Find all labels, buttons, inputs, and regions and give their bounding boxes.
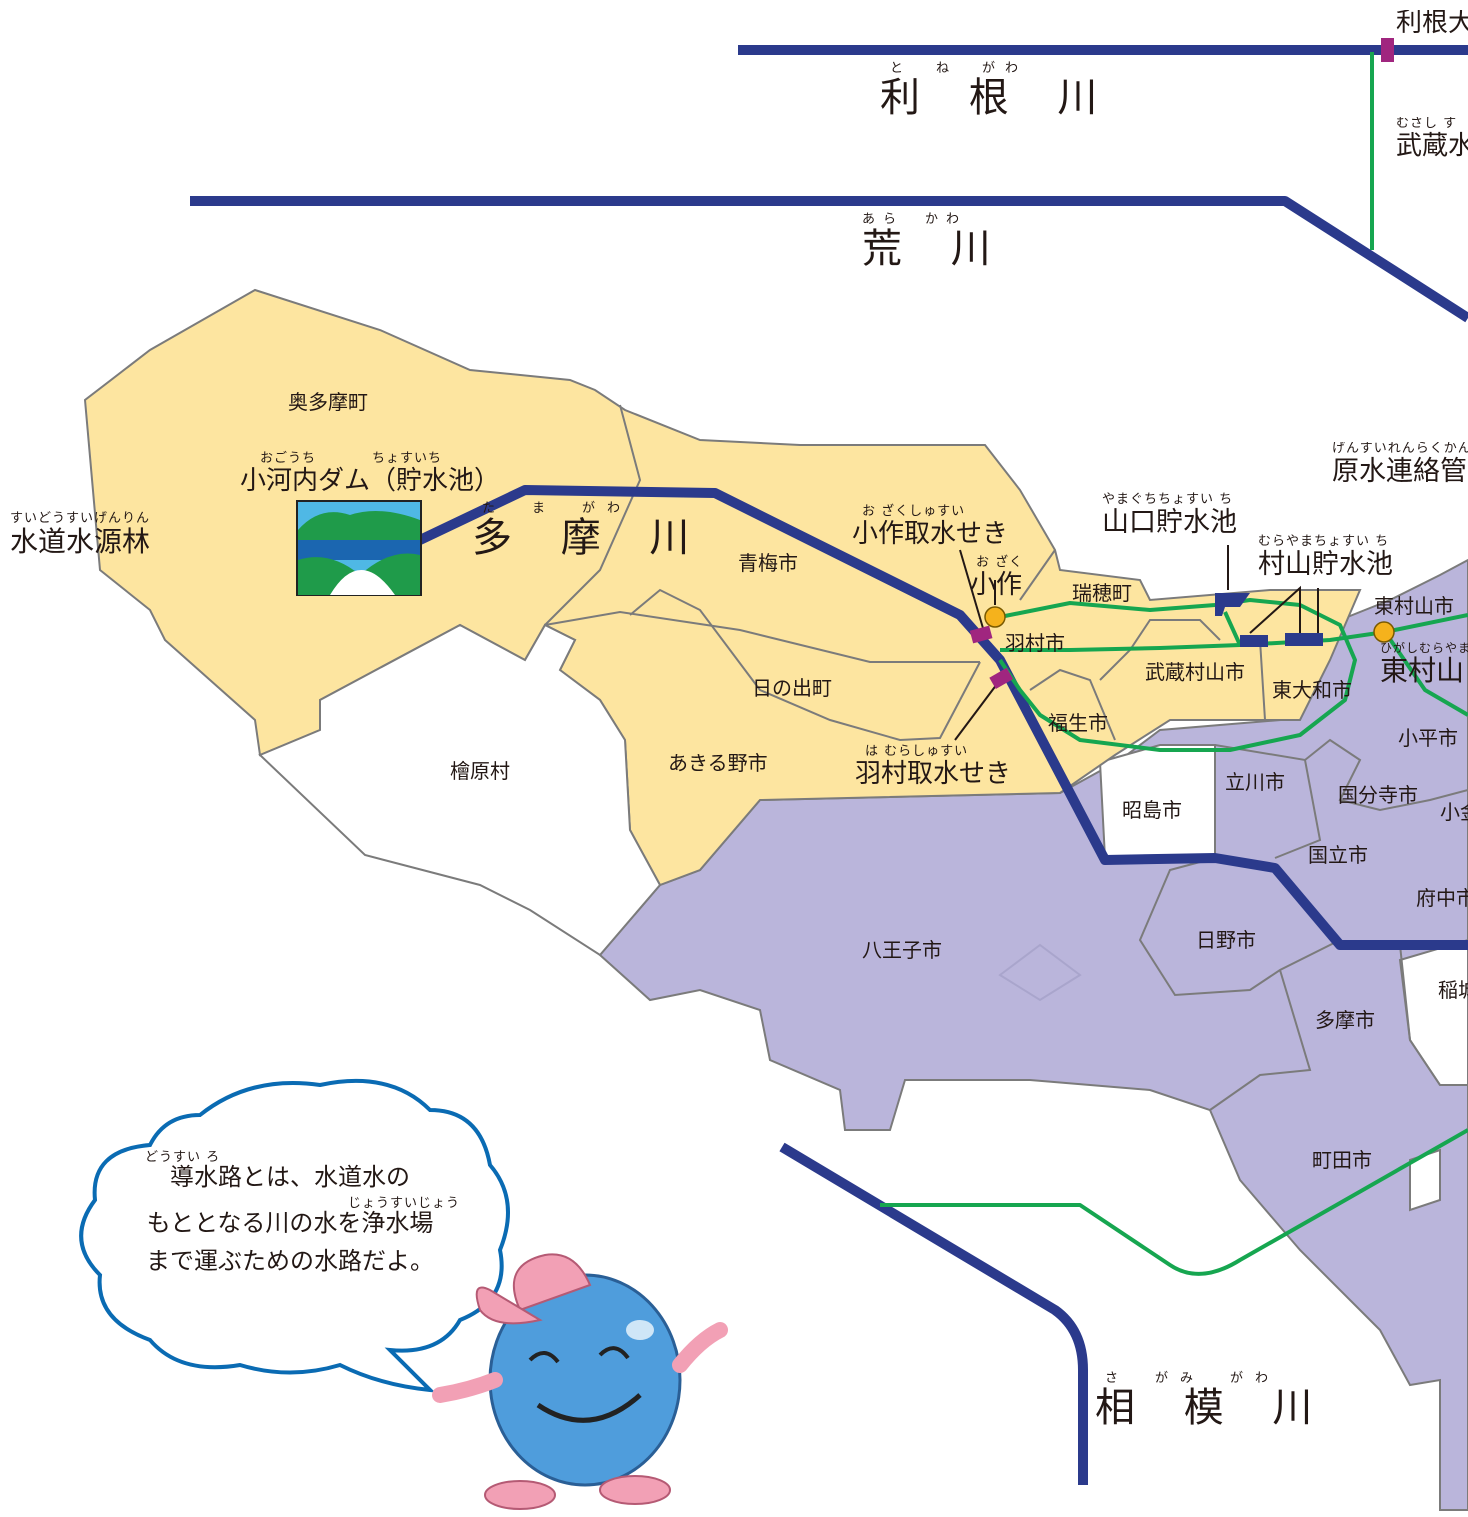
- hamura-intake-ruby: は むらしゅすい: [865, 744, 969, 759]
- muni-akishima: 昭島市: [1122, 798, 1182, 822]
- tama-river-label: た ま がわ 多 摩 川: [472, 502, 707, 558]
- reservoir-markers: [1215, 593, 1323, 647]
- ogochi-label: おごうち ちょすいち 小河内ダム（貯水池）: [240, 452, 500, 494]
- muni-hachioji: 八王子市: [862, 938, 942, 962]
- muni-machida: 町田市: [1312, 1148, 1372, 1172]
- musashi-ruby: むさし す: [1396, 117, 1458, 131]
- muni-kodaira: 小平市: [1398, 726, 1458, 750]
- municipal-borders: [544, 404, 1468, 1111]
- muni-okutama: 奥多摩町: [288, 390, 368, 414]
- musashi-name: 武蔵水: [1396, 131, 1468, 159]
- muni-higashiyamato: 東大和市: [1272, 678, 1352, 702]
- reservoir-pointer-lines: [954, 545, 1319, 741]
- tone-river-label: と ね がわ 利 根 川: [880, 62, 1115, 118]
- ara-river-ruby: あら かわ: [862, 212, 968, 227]
- muni-mizuho: 瑞穂町: [1072, 581, 1132, 605]
- speech-bubble: [79, 1078, 510, 1393]
- ozaku-intake-label: お ざくしゅすい 小作取水せき: [852, 505, 1008, 547]
- sagami-river-label: さ がみ がわ 相 模 川: [1095, 1372, 1330, 1428]
- muni-ome: 青梅市: [738, 551, 798, 575]
- murayama-label: むらやまちょすい ち 村山貯水池: [1258, 535, 1393, 578]
- speech-bubble-text: どうすい ろ 導水路とは、水道水の じょうすいじょう もととなる川の水を浄水場 …: [100, 1150, 480, 1280]
- muni-kokubunji: 国分寺市: [1338, 783, 1418, 807]
- muni-musashimurayama: 武蔵村山市: [1145, 660, 1245, 684]
- tama-river-ruby: た ま がわ: [482, 501, 633, 516]
- sagami-river-ruby: さ がみ がわ: [1105, 1371, 1281, 1386]
- mascot-water-drop: [432, 1253, 728, 1510]
- yamaguchi-name: 山口貯水池: [1102, 507, 1237, 538]
- ozaku-label: お ざく 小作: [970, 556, 1023, 598]
- tone-edge-label: 利根大: [1396, 10, 1468, 36]
- muni-koganei-edge: 小金: [1440, 802, 1468, 822]
- gensui-name: 原水連絡管: [1332, 456, 1467, 485]
- suigen-ruby: すいどうすいげんりん: [10, 511, 151, 526]
- intake-gates: [969, 38, 1394, 690]
- muni-hino: 日野市: [1196, 928, 1256, 952]
- ozaku-ruby: お ざく: [976, 555, 1024, 570]
- gensui-label: げんすいれんらくかん 原水連絡管: [1332, 442, 1468, 485]
- ara-river-name: 荒 川: [862, 226, 1009, 272]
- ozaku-intake-name: 小作取水せき: [852, 519, 1009, 549]
- ara-river-label: あら かわ 荒 川: [862, 213, 1009, 269]
- bubble-line1-ruby: どうすい ろ: [145, 1150, 221, 1165]
- ogochi-name: 小河内ダム（貯水池）: [240, 466, 501, 496]
- tama-river-name: 多 摩 川: [472, 515, 708, 561]
- ogochi-ruby: おごうち ちょすいち: [260, 451, 443, 466]
- ozaku-station-icon: [984, 606, 1006, 628]
- tama-river-line: [417, 485, 1468, 950]
- hamura-intake-name: 羽村取水せき: [855, 759, 1012, 789]
- higashimurayama-name: 東村山: [1380, 654, 1465, 685]
- suigen-label: すいどうすいげんりん 水道水源林: [10, 512, 150, 556]
- muni-inagi: 稲城: [1438, 980, 1468, 1000]
- bubble-line3: まで運ぶための水路だよ。: [146, 1247, 434, 1275]
- higashimurayama-ruby: ひがしむらやま: [1380, 642, 1468, 655]
- suigen-name: 水道水源林: [10, 525, 151, 558]
- higashimurayama-label: ひがしむらやま 東村山: [1380, 642, 1468, 685]
- muni-kunitachi: 国立市: [1308, 843, 1368, 867]
- muni-hinohara: 檜原村: [450, 759, 510, 783]
- muni-fussa: 福生市: [1048, 711, 1108, 735]
- muni-fuchu: 府中市: [1416, 888, 1468, 908]
- gensui-ruby: げんすいれんらくかん: [1332, 442, 1468, 456]
- east-area: [598, 558, 1468, 1511]
- ara-river-line: [190, 196, 1468, 323]
- murayama-name: 村山貯水池: [1258, 549, 1393, 580]
- ogochi-dam-icon: [296, 500, 422, 596]
- muni-hamura: 羽村市: [1005, 631, 1065, 655]
- bubble-line2: もととなる川の水を浄水場: [146, 1209, 434, 1237]
- ozaku-intake-ruby: お ざくしゅすい: [862, 504, 966, 519]
- bubble-line2-ruby: じょうすいじょう: [347, 1196, 460, 1211]
- sagami-river-line: [779, 1142, 1088, 1485]
- muni-akiruno: あきる野市: [668, 751, 768, 775]
- murayama-ruby: むらやまちょすい ち: [1258, 534, 1390, 549]
- muni-tachikawa: 立川市: [1225, 770, 1285, 794]
- tone-river-name: 利 根 川: [880, 75, 1116, 121]
- rivers: [190, 45, 1468, 1485]
- muni-hinode: 日の出町: [752, 676, 832, 700]
- sagami-river-name: 相 模 川: [1095, 1385, 1331, 1431]
- tone-river-ruby: と ね がわ: [890, 61, 1029, 76]
- muni-higashimurayama-city: 東村山市: [1374, 596, 1454, 616]
- higashimurayama-station-icon: [1373, 621, 1395, 643]
- yamaguchi-label: やまぐちちょすい ち 山口貯水池: [1102, 493, 1237, 536]
- yamaguchi-ruby: やまぐちちょすい ち: [1102, 492, 1234, 507]
- bubble-line1: 導水路とは、水道水の: [170, 1163, 410, 1191]
- ozaku-name: 小作: [970, 570, 1023, 600]
- musashi-label: むさし す 武蔵水: [1396, 117, 1468, 159]
- muni-tama: 多摩市: [1315, 1008, 1375, 1032]
- hinohara-area: [258, 623, 662, 957]
- hamura-intake-label: は むらしゅすい 羽村取水せき: [855, 745, 1011, 787]
